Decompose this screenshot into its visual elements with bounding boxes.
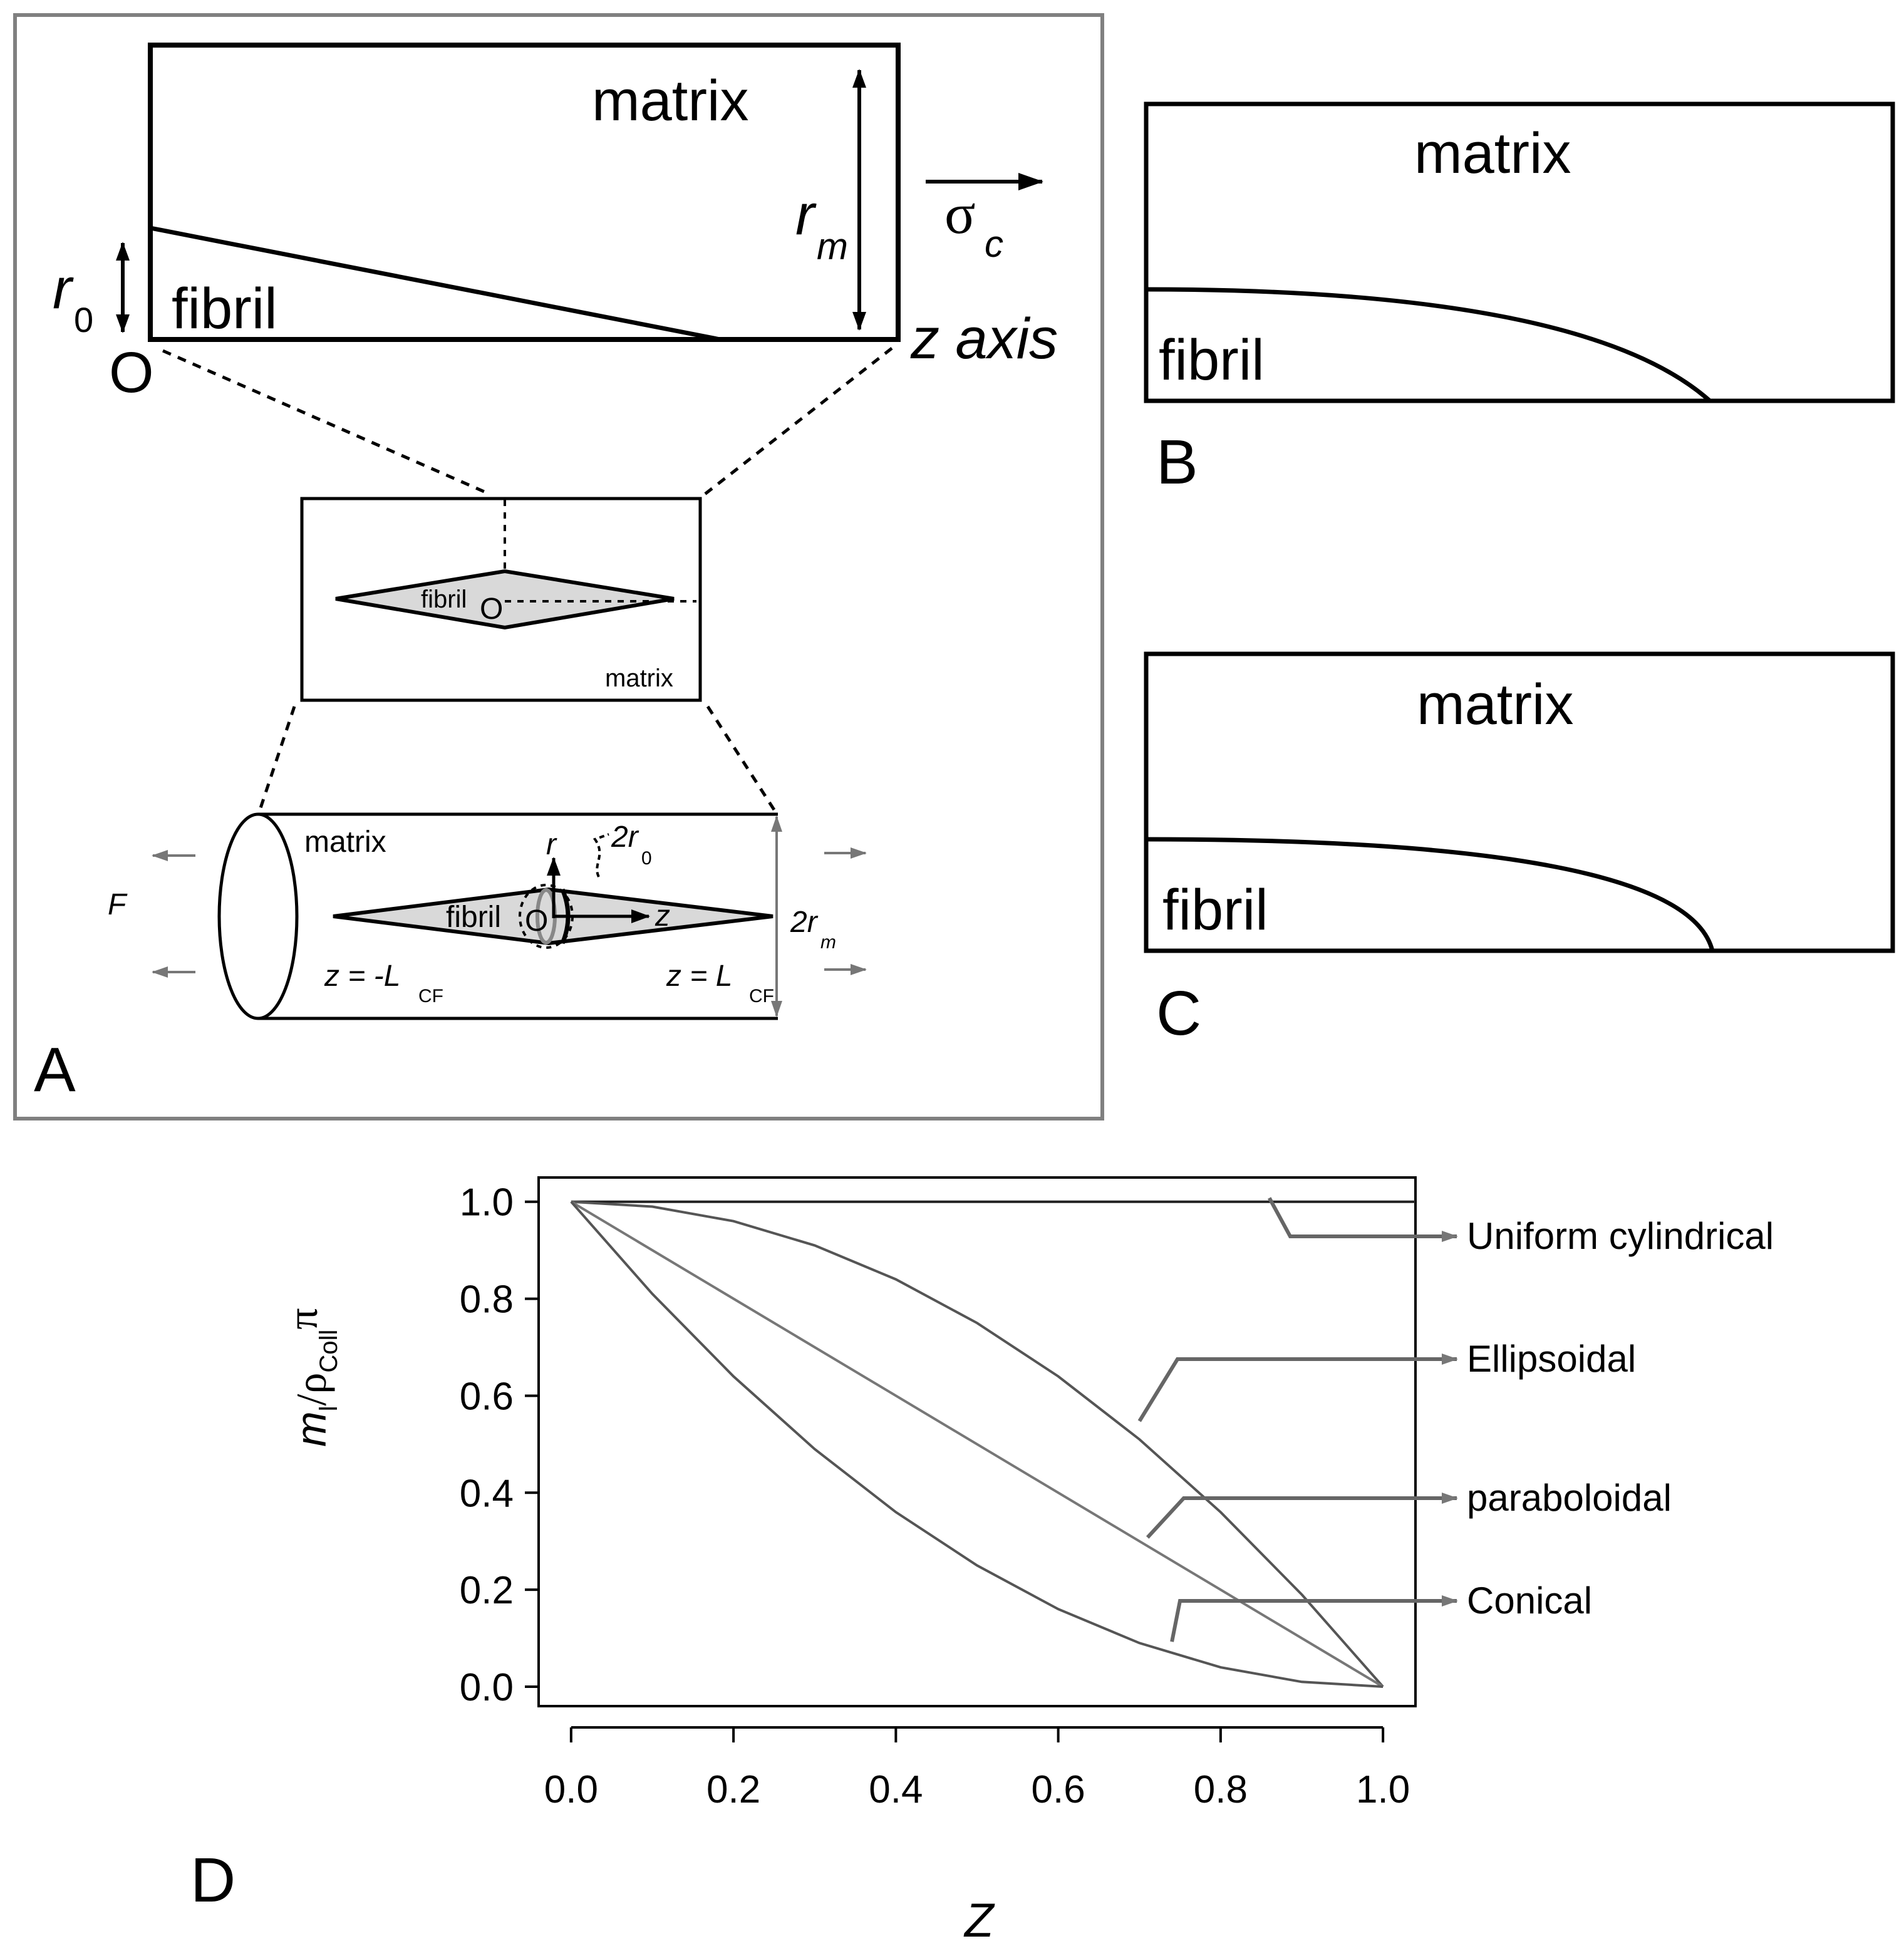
y-tick-label: 1.0: [460, 1181, 514, 1224]
bottom-fibril-label: fibril: [446, 901, 501, 934]
y-label-rho-sub: Coll: [315, 1330, 343, 1373]
y-tick-label: 0.0: [460, 1666, 514, 1709]
2rm-label: 2r: [790, 906, 819, 939]
series-line-paraboloidal: [570, 1200, 1384, 1688]
2r0-subscript: 0: [641, 848, 652, 869]
z-axis-small-label: z: [654, 899, 670, 933]
cylinder-end-ellipse: [217, 812, 299, 1020]
x-tick-label: 1.0: [1356, 1768, 1410, 1811]
series-line-conical: [570, 1201, 1384, 1688]
chart: 0.0 0.2 0.4 0.6 0.8 1.0 0.0 0.2 0.4 0.6 0.8 1.0 Un…: [460, 1176, 1774, 1811]
force-label: F: [108, 888, 128, 921]
2r0-pointer: [592, 833, 609, 877]
annotation-label-ellipsoidal: Ellipsoidal: [1467, 1338, 1636, 1380]
y-tick-label: 0.6: [460, 1375, 514, 1418]
bottom-origin-label: O: [525, 904, 548, 938]
y-ticks: 0.0 0.2 0.4 0.6 0.8 1.0: [460, 1181, 540, 1709]
panel-c: matrix fibril C: [1144, 651, 1895, 1048]
z-axis-label: z axis: [910, 307, 1058, 371]
panel-b-fibril-boundary: [1146, 287, 1712, 403]
z-neg-subscript: CF: [418, 986, 443, 1007]
top-matrix-box: [148, 43, 901, 342]
y-tick-label: 0.2: [460, 1569, 514, 1612]
panel-b-matrix-label: matrix: [1414, 122, 1571, 185]
y-label-m-sub: l: [315, 1405, 343, 1411]
x-tick-label: 0.8: [1194, 1768, 1248, 1811]
panel-c-fibril-boundary: [1146, 837, 1715, 951]
panel-a: matrix fibril r 0 r m σ c O z axis fibri…: [13, 13, 1104, 1121]
panel-b-fibril-label: fibril: [1159, 328, 1265, 392]
r-axis-label: r: [546, 828, 557, 861]
rm-label: r: [795, 183, 817, 247]
annotation-label-paraboloidal: paraboloidal: [1467, 1477, 1672, 1519]
panel-b-box: [1144, 101, 1895, 403]
annotation-label-uniform-cylindrical: Uniform cylindrical: [1467, 1215, 1774, 1257]
top-fibril-boundary: [150, 225, 721, 342]
annotation-label-conical: Conical: [1467, 1580, 1592, 1622]
top-fibril-label: fibril: [172, 277, 277, 341]
middle-origin-label: O: [480, 593, 503, 626]
middle-matrix-label: matrix: [605, 665, 673, 692]
y-label-m: m: [287, 1411, 335, 1447]
panel-d: 0.0 0.2 0.4 0.6 0.8 1.0 0.0 0.2 0.4 0.6 0.8 1.0 Un…: [190, 1176, 1774, 1946]
x-tick-label: 0.6: [1032, 1768, 1085, 1811]
middle-fibril-shape: [335, 569, 675, 630]
annotation-leader-paraboloidal: [1146, 1493, 1458, 1539]
x-tick-label: 0.4: [869, 1768, 923, 1811]
series-line-ellipsoidal: [571, 1200, 1384, 1688]
y-tick-label: 0.8: [460, 1278, 514, 1322]
panel-a-top-schematic: matrix fibril r 0 r m σ c O z axis: [53, 43, 1058, 496]
panel-c-box: [1144, 651, 1895, 953]
panel-b-letter: B: [1156, 427, 1198, 497]
chart-series: [570, 1200, 1415, 1688]
panel-a-frame: [13, 13, 1104, 1121]
sigma-label: σ: [944, 182, 976, 246]
panel-a-bottom-cylinder: r z 2r 0 matrix fibril O 2r m z = -L CF …: [108, 812, 867, 1020]
annotation-leader-conical: [1170, 1595, 1458, 1642]
x-axis-label: Z: [963, 1894, 995, 1946]
svg-text:ml/ρCollπ: ml/ρCollπ: [279, 1308, 343, 1447]
zoom-line-right-2: [706, 705, 777, 813]
2r0-label: 2r: [611, 820, 639, 854]
zoom-line-left: [162, 349, 490, 495]
panel-b: matrix fibril B: [1144, 101, 1895, 497]
y-axis-label: ml/ρCollπ: [279, 1308, 343, 1447]
panel-d-letter: D: [190, 1845, 235, 1915]
zoom-line-right: [703, 347, 893, 496]
y-label-rho: /ρ: [287, 1373, 335, 1406]
panel-c-fibril-label: fibril: [1162, 878, 1268, 942]
zoom-line-left-2: [256, 706, 296, 816]
panel-a-letter: A: [34, 1035, 76, 1105]
y-tick-label: 0.4: [460, 1472, 514, 1515]
annotation-leader-ellipsoidal: [1137, 1353, 1458, 1422]
bottom-matrix-label: matrix: [304, 825, 386, 859]
origin-label: O: [109, 341, 154, 405]
x-ticks: 0.0 0.2 0.4 0.6 0.8 1.0: [544, 1726, 1410, 1811]
rm-subscript: m: [817, 225, 848, 267]
annotation-leader-uniform-cylindrical: [1268, 1197, 1458, 1242]
panel-c-matrix-label: matrix: [1417, 673, 1573, 737]
top-matrix-label: matrix: [592, 69, 748, 133]
x-tick-label: 0.0: [544, 1768, 598, 1811]
y-label-pi: π: [279, 1308, 326, 1329]
2rm-subscript: m: [820, 932, 836, 953]
middle-matrix-box: [300, 497, 702, 702]
middle-fibril-label: fibril: [421, 586, 467, 613]
z-neg-label: z = -L: [324, 960, 400, 993]
sigma-subscript: c: [985, 223, 1003, 265]
x-tick-label: 0.2: [706, 1768, 760, 1811]
r0-subscript: 0: [74, 300, 93, 339]
panel-a-middle: fibril O matrix: [256, 497, 777, 816]
r0-label: r: [53, 257, 74, 321]
panel-c-letter: C: [1156, 978, 1201, 1048]
z-pos-subscript: CF: [749, 986, 774, 1007]
z-pos-label: z = L: [666, 960, 732, 993]
